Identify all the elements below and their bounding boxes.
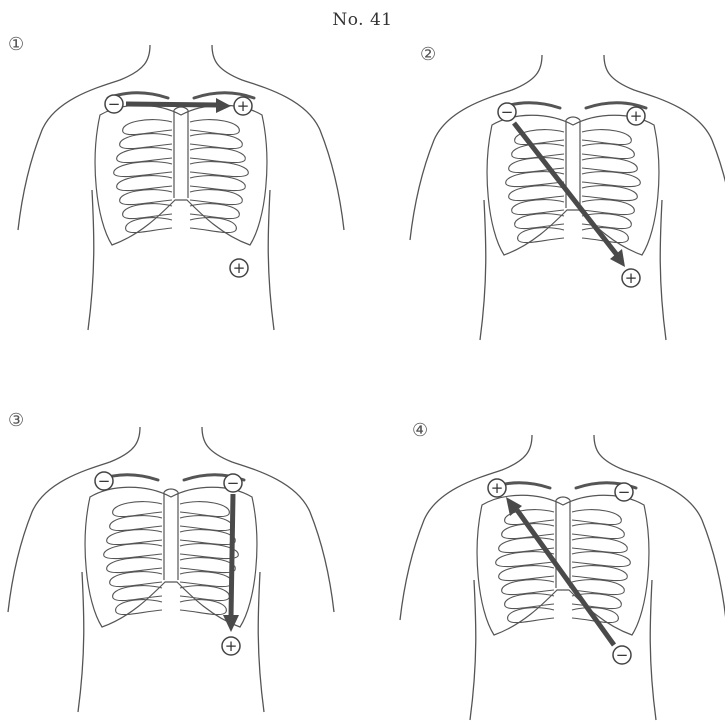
ribcage [95, 105, 267, 245]
torso-diagram: − + + [362, 30, 724, 385]
electrode-neg: − [95, 472, 113, 490]
electrode-pos: + [627, 107, 645, 125]
electrode-neg: − [615, 483, 633, 501]
torso-diagram: + − − [362, 370, 724, 725]
electrode-sign: − [616, 646, 629, 664]
electrode-neg: − [498, 103, 516, 121]
electrode-sign: + [491, 479, 504, 497]
electrode-pos: + [234, 97, 252, 115]
electrode-pos: + [230, 259, 248, 277]
lead-arrow [126, 98, 231, 113]
electrode-sign: + [630, 107, 643, 125]
electrode-sign: − [98, 472, 111, 490]
electrode-sign: − [501, 103, 514, 121]
ribcage [477, 495, 649, 635]
panel-4: ④ + − − [362, 370, 724, 725]
electrode-sign: + [225, 637, 238, 655]
torso-outline [8, 427, 334, 712]
ribcage [487, 115, 659, 255]
torso-outline [410, 55, 725, 340]
panel-1: ① − + + [0, 30, 362, 385]
electrode-sign: + [625, 269, 638, 287]
electrode-pos: + [488, 479, 506, 497]
page-title: No. 41 [0, 10, 725, 30]
torso-diagram: − − + [0, 370, 362, 725]
panel-3: ③ − − + [0, 370, 362, 725]
electrode-sign: + [237, 97, 250, 115]
lead-arrow [223, 494, 239, 632]
torso-outline [18, 45, 344, 330]
electrode-sign: − [618, 483, 631, 501]
lead-arrow [506, 497, 614, 645]
electrode-sign: − [227, 474, 240, 492]
electrode-pos: + [222, 637, 240, 655]
panel-2: ② − + + [362, 30, 724, 385]
electrode-sign: + [233, 259, 246, 277]
electrode-neg: − [224, 474, 242, 492]
torso-diagram: − + + [0, 30, 362, 385]
electrode-neg: − [613, 646, 631, 664]
lead-arrow [514, 123, 625, 267]
electrode-neg: − [105, 95, 123, 113]
electrode-sign: − [108, 95, 121, 113]
electrode-pos: + [622, 269, 640, 287]
